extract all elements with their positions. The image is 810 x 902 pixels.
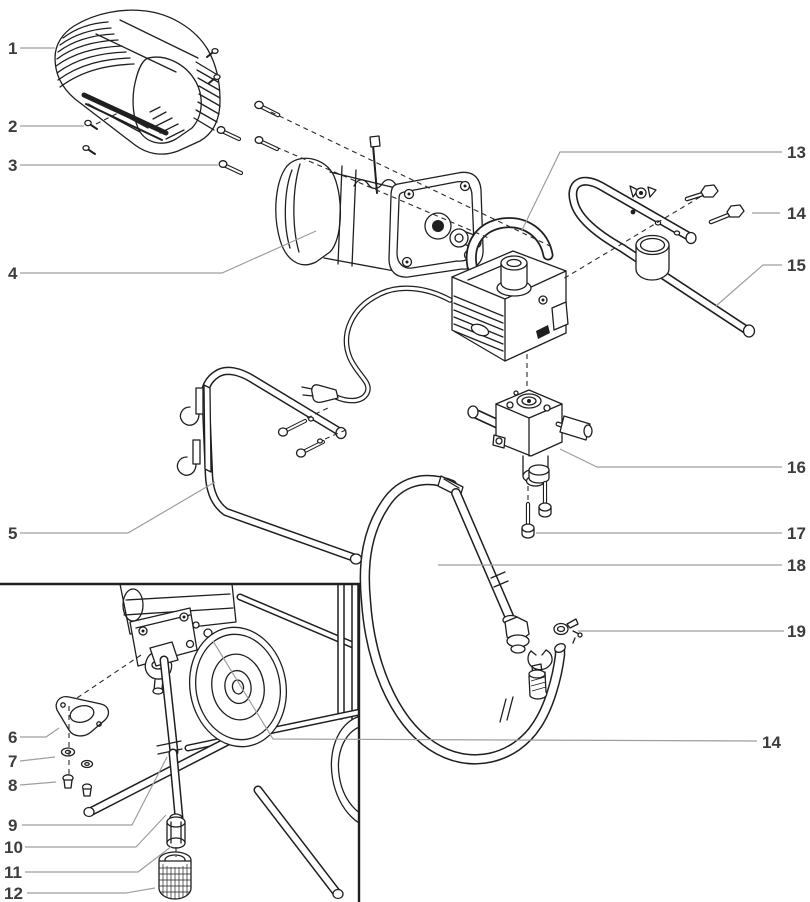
pump-assembly-drawing <box>451 217 569 362</box>
cart-handle-drawing <box>568 176 756 338</box>
callout-3: 3 <box>8 156 17 175</box>
callout-5: 5 <box>8 524 17 543</box>
callout-14: 14 <box>787 204 806 223</box>
callout-19: 19 <box>787 622 806 641</box>
inset-detail-panel <box>0 582 361 902</box>
callout-14-duplicate: 14 <box>762 733 781 752</box>
valve-screws-drawing <box>521 464 552 539</box>
callout-6: 6 <box>8 728 17 747</box>
inset-second-wheel-drawing <box>330 714 359 830</box>
callout-labels: 1 2 3 4 5 6 7 8 9 10 11 12 13 14 15 16 1… <box>4 39 806 902</box>
callout-11: 11 <box>4 863 22 882</box>
inset-wheel-drawing <box>188 626 288 748</box>
callout-8: 8 <box>8 776 17 795</box>
callout-7: 7 <box>8 752 17 771</box>
callout-1: 1 <box>8 39 17 58</box>
callout-13: 13 <box>787 143 806 162</box>
mounting-bolts-drawing <box>216 100 281 176</box>
power-cord-drawing <box>301 285 453 404</box>
suction-hose-drawing <box>359 474 566 765</box>
inset-bracket-washers-drawing <box>55 696 110 797</box>
inset-cart-frame-drawing <box>83 584 359 900</box>
handle-screws-drawing <box>684 184 745 225</box>
retainer-clip-drawing <box>553 618 583 644</box>
callout-9: 9 <box>8 816 17 835</box>
inset-border <box>0 582 361 902</box>
callout-16: 16 <box>787 458 806 477</box>
motor-gearbox-drawing <box>275 135 484 278</box>
cover-screws-drawing <box>82 47 221 155</box>
callout-18: 18 <box>787 556 806 575</box>
assembly-dashed-lines <box>95 111 701 501</box>
inset-strainer-drawing <box>158 851 192 900</box>
frame-upright-drawing <box>176 366 363 565</box>
inset-suction-tube-drawing <box>149 641 186 849</box>
callout-4: 4 <box>8 264 18 283</box>
callout-12: 12 <box>4 884 23 902</box>
callout-2: 2 <box>8 117 17 136</box>
callout-15: 15 <box>787 256 806 275</box>
motor-cover-drawing <box>54 9 221 155</box>
leader-lines <box>19 47 784 894</box>
callout-17: 17 <box>787 524 806 543</box>
callout-10: 10 <box>4 838 23 857</box>
